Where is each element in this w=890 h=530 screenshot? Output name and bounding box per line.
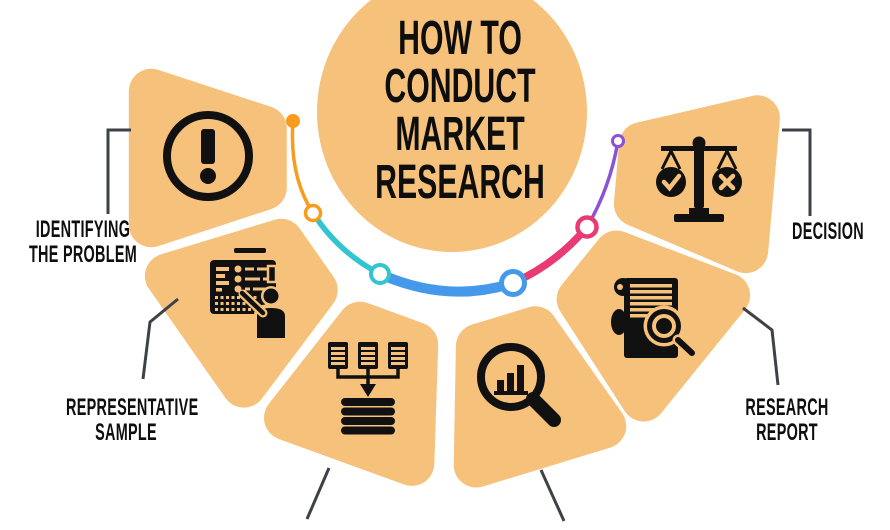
arc-end-dot [611,134,625,148]
document-magnifier-hand-icon [611,278,698,359]
connector-identifying-problem [106,128,131,214]
title-line: HOW TO [398,12,522,65]
title-line: CONDUCT [384,60,536,113]
label-line: DECISION [791,218,864,245]
title-line: MARKET [395,108,525,161]
arc-start-dot [286,114,300,128]
bar-chart-magnifier-icon [477,343,561,427]
arc-segment-blue [375,269,518,297]
label-representative-sample: REPRESENTATIVE SAMPLE [66,394,199,446]
connector-data-collection [305,467,331,520]
label-line: REPRESENTATIVE [66,394,199,421]
connector-research-report [742,306,780,386]
arc-node-blue [499,269,527,297]
center-circle [317,0,587,252]
label-line: THE PROBLEM [28,241,138,268]
balance-scale-check-x-icon [656,136,742,222]
page-title: HOW TO CONDUCT MARKET RESEARCH [366,15,555,207]
label-line: IDENTIFYING [35,216,131,243]
connector-decision [782,128,812,216]
arc-segment-purple [585,139,620,229]
arc-node-teal [369,263,391,285]
title-line: RESEARCH [375,156,545,209]
label-research-report: RESEARCH REPORT [727,395,847,445]
label-decision: DECISION [768,219,888,244]
survey-board-presenter-icon [210,248,288,340]
arc-segment-orange [290,119,315,215]
label-line: SAMPLE [95,419,157,446]
label-identifying-the-problem: IDENTIFYING THE PROBLEM [23,217,143,267]
label-line: RESEARCH [745,394,829,421]
connector-representative-sample [141,297,179,380]
label-line: REPORT [756,419,818,446]
arc-node-pink [575,215,599,239]
exclamation-circle-icon [163,111,253,201]
documents-to-database-icon [328,342,408,435]
arc-node-orange [303,203,323,223]
connector-data-analysis [539,469,566,522]
